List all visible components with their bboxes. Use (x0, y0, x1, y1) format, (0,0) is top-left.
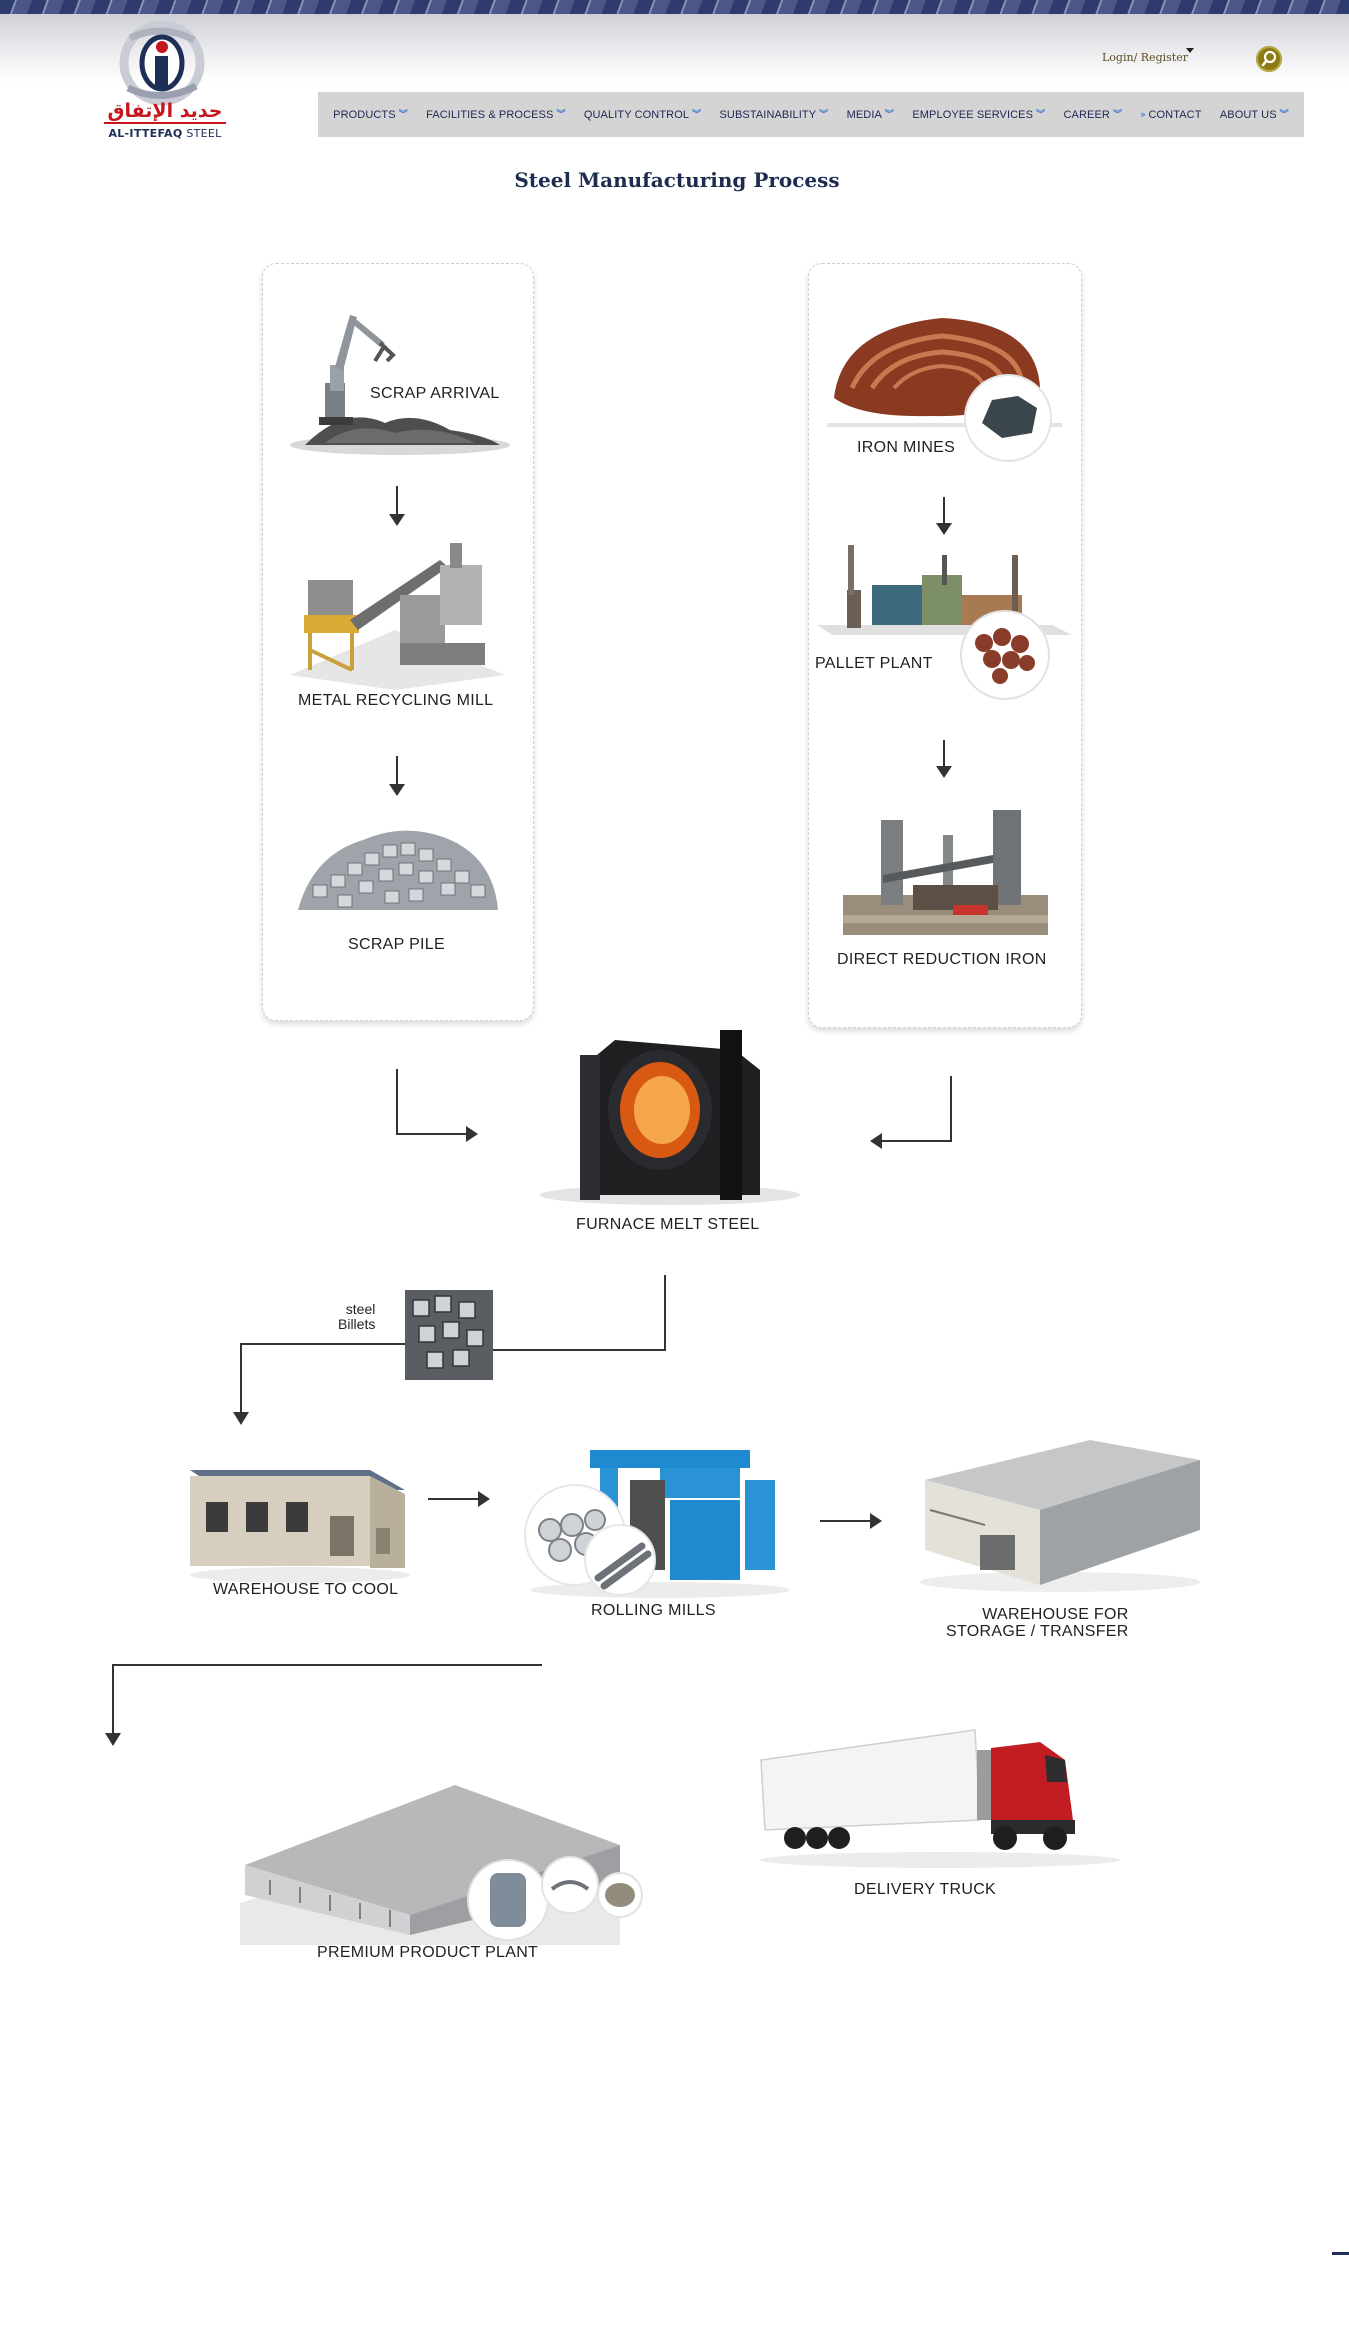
nav-item-products[interactable]: PRODUCTS︾ (333, 109, 408, 121)
steel-billets-label: steel Billets (338, 1302, 375, 1332)
arrow-cool-to-rolling-head (478, 1491, 490, 1507)
warehouse-storage-label: WAREHOUSE FOR STORAGE / TRANSFER (946, 1606, 1129, 1640)
chevron-right-icon: » (1140, 109, 1146, 119)
left-connector-arrowhead (466, 1126, 478, 1142)
nav-item-label: SUBSTAINABILITY (719, 108, 817, 121)
nav-item-quality-control[interactable]: QUALITY CONTROL︾ (584, 109, 701, 121)
chevron-down-icon: ︾ (1036, 109, 1046, 119)
delivery-truck-label: DELIVERY TRUCK (854, 1881, 997, 1898)
premium-product-plant-label: PREMIUM PRODUCT PLANT (317, 1944, 539, 1961)
nav-item-label: EMPLOYEE SERVICES (912, 108, 1034, 121)
steel-billets-image (405, 1290, 493, 1380)
right-connector-arrowhead (870, 1133, 882, 1149)
top-decorative-strip (0, 0, 1349, 14)
login-register-link[interactable]: Login/ Register (1102, 51, 1188, 64)
nav-item-contact[interactable]: »CONTACT (1140, 109, 1201, 121)
arrow-down-3 (936, 497, 952, 535)
edge-marker (1332, 2252, 1349, 2255)
billet-connector-vertical (664, 1275, 666, 1351)
nav-item-about-us[interactable]: ABOUT US︾ (1220, 109, 1289, 121)
left-connector-vertical (396, 1069, 398, 1135)
storage-connector-arrowhead (105, 1733, 121, 1746)
scrap-pile-image (298, 830, 498, 910)
right-connector-vertical (950, 1076, 952, 1142)
billet-connector-horizontal-left (240, 1343, 410, 1345)
direct-reduction-iron-label: DIRECT REDUCTION IRON (837, 951, 1047, 968)
warehouse-storage-line1: WAREHOUSE FOR (982, 1606, 1129, 1623)
pallet-plant-label: PALLET PLANT (815, 655, 933, 672)
logo-arabic-text: حديد الإتفاق (107, 100, 223, 122)
chevron-down-icon: ︾ (1279, 109, 1289, 119)
nav-item-substainability[interactable]: SUBSTAINABILITY︾ (720, 109, 829, 121)
arrow-cool-to-rolling (428, 1498, 480, 1500)
warehouse-to-cool-label: WAREHOUSE TO COOL (213, 1581, 399, 1598)
scrap-arrival-label: SCRAP ARRIVAL (370, 385, 500, 402)
pallet-plant-image (817, 545, 1072, 700)
search-icon (1261, 50, 1277, 67)
warehouse-to-cool-image (190, 1470, 410, 1583)
arrow-down-4 (936, 740, 952, 778)
scrap-pile-label: SCRAP PILE (348, 936, 445, 953)
arrow-down-2 (389, 756, 405, 796)
main-nav: PRODUCTS︾FACILITIES & PROCESS︾QUALITY CO… (318, 92, 1304, 137)
storage-connector-horizontal (112, 1664, 542, 1666)
steel-billets-line2: Billets (338, 1316, 376, 1332)
direct-reduction-iron-image (843, 810, 1048, 935)
arrow-rolling-to-storage-head (870, 1513, 882, 1529)
nav-item-employee-services[interactable]: EMPLOYEE SERVICES︾ (912, 109, 1045, 121)
logo-suffix: STEEL (186, 127, 222, 140)
nav-item-career[interactable]: CAREER︾ (1063, 109, 1122, 121)
page-title: Steel Manufacturing Process (514, 168, 840, 192)
chevron-down-icon: ︾ (884, 109, 895, 119)
logo-english-text: AL-ITTEFAQ STEEL (100, 127, 230, 140)
billet-connector-down (240, 1343, 242, 1413)
warehouse-storage-image (920, 1440, 1200, 1592)
left-connector-horizontal (396, 1133, 468, 1135)
al-ittefaq-logo[interactable] (100, 18, 230, 148)
search-button[interactable] (1256, 46, 1282, 72)
delivery-truck-image (760, 1729, 1120, 1868)
chevron-down-icon: ︾ (819, 109, 829, 119)
steel-billets-line1: steel (345, 1301, 376, 1317)
arrow-rolling-to-storage (820, 1520, 872, 1522)
nav-item-label: CAREER (1063, 108, 1110, 121)
nav-item-facilities-process[interactable]: FACILITIES & PROCESS︾ (426, 109, 565, 121)
iron-mines-image (827, 318, 1062, 462)
iron-mines-label: IRON MINES (857, 439, 956, 456)
rolling-mills-label: ROLLING MILLS (591, 1602, 716, 1619)
furnace-melt-steel-label: FURNACE MELT STEEL (576, 1216, 760, 1233)
chevron-down-icon: ︾ (1112, 109, 1123, 119)
chevron-down-icon: ︾ (556, 109, 566, 119)
caret-down-icon[interactable] (1186, 48, 1194, 53)
nav-item-label: CONTACT (1148, 108, 1202, 121)
storage-connector-down (112, 1664, 114, 1734)
warehouse-storage-line2: STORAGE / TRANSFER (946, 1623, 1129, 1640)
nav-item-label: FACILITIES & PROCESS (426, 108, 554, 121)
furnace-image (540, 1030, 800, 1205)
billet-connector-arrowhead (233, 1412, 249, 1425)
scrap-arrival-image (290, 315, 510, 455)
metal-recycling-mill-image (290, 543, 505, 690)
billet-connector-horizontal-right (490, 1349, 666, 1351)
right-connector-horizontal (880, 1140, 952, 1142)
metal-recycling-mill-label: METAL RECYCLING MILL (298, 692, 494, 709)
nav-item-label: ABOUT US (1219, 108, 1277, 121)
chevron-down-icon: ︾ (692, 109, 702, 119)
nav-item-label: QUALITY CONTROL (583, 108, 690, 121)
arrow-down-1 (389, 486, 405, 526)
nav-item-label: PRODUCTS (333, 108, 396, 121)
rolling-mills-image (524, 1450, 790, 1598)
nav-item-label: MEDIA (846, 108, 882, 121)
chevron-down-icon: ︾ (398, 109, 408, 119)
premium-product-plant-image (240, 1785, 643, 1945)
logo-divider (104, 122, 226, 124)
logo-brand: AL-ITTEFAQ (108, 127, 183, 140)
nav-item-media[interactable]: MEDIA︾ (847, 109, 894, 121)
